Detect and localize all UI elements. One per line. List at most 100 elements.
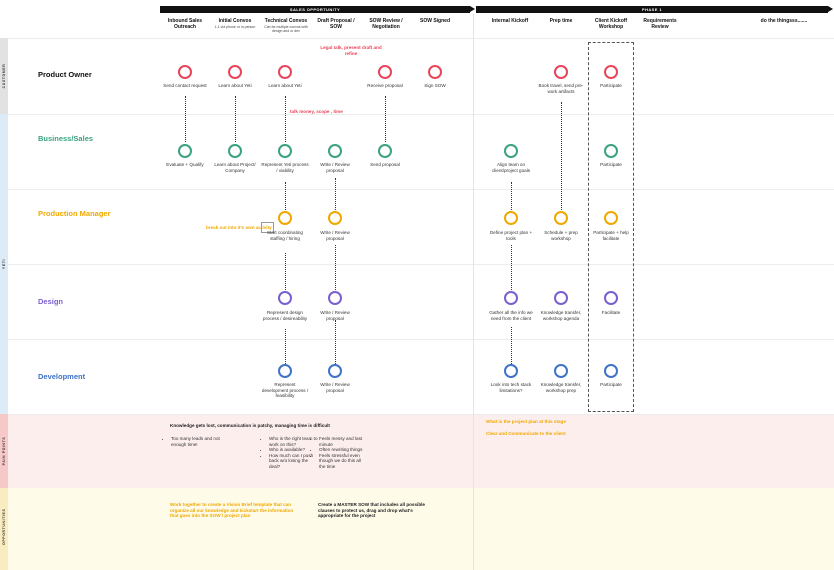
step-node	[554, 291, 568, 305]
col-do-things: do the thingsss.......	[760, 18, 808, 24]
step-node	[178, 65, 192, 79]
divider	[8, 189, 834, 190]
pain-list-1: Too many leads and not enough time!	[164, 436, 234, 447]
step-node	[228, 144, 242, 158]
step-node	[278, 364, 292, 378]
step-node	[278, 144, 292, 158]
side-pain-label: PAIN POINTS	[2, 436, 6, 466]
step-node	[328, 144, 342, 158]
annotation-breakout: break out into it's own activity	[206, 225, 272, 230]
pain-item: Feels stressful even though we do this a…	[319, 453, 368, 470]
pain-phase1-a: What is the project plan at this stage	[486, 419, 566, 424]
step-label: Learn about Yeti	[268, 83, 302, 88]
step-node	[378, 144, 392, 158]
step-label: Write / Review proposal	[320, 310, 350, 321]
step-node	[328, 364, 342, 378]
annotation-money: talk money, scope , time	[290, 109, 343, 114]
step-label: Write / Review proposal	[320, 162, 350, 173]
side-opp	[0, 488, 8, 570]
pain-item: Who is available?	[269, 447, 318, 453]
divider	[8, 114, 834, 115]
connector	[511, 327, 512, 364]
step-label: Participate + help facilitate	[593, 230, 629, 241]
connector	[511, 182, 512, 210]
connector	[335, 245, 336, 290]
phase-bar-sales: SALES OPPORTUNITY	[160, 6, 470, 13]
phase-bar-1: PHASE 1	[476, 6, 828, 13]
step-node	[378, 65, 392, 79]
step-node	[554, 211, 568, 225]
step-label: Facilitate	[601, 310, 621, 315]
pain-item: Too many leads and not enough time!	[171, 436, 234, 447]
step-node	[178, 144, 192, 158]
row-label-design: Design	[38, 297, 64, 306]
step-label: Receive proposal	[367, 83, 403, 88]
step-label: Knowledge transfer, workshop agenda	[540, 310, 582, 321]
side-yeti	[0, 114, 8, 414]
connector	[285, 253, 286, 290]
step-node	[278, 65, 292, 79]
col-requirements: Requirements Review	[643, 18, 677, 30]
step-label: Align team on client/project goals	[491, 162, 531, 173]
step-label: Send contact request	[163, 83, 207, 88]
row-label-development: Development	[38, 372, 86, 381]
col-technical: Technical Convos	[264, 18, 308, 24]
row-label-production-manager: Production Manager	[38, 209, 111, 218]
step-label: Send proposal	[370, 162, 400, 167]
phase-arrow-1	[828, 6, 833, 12]
step-label: Represent development process / feasibil…	[261, 382, 309, 399]
col-initial-sub: 1-1 via phone or in person	[214, 25, 256, 29]
pain-item: Who is the right team to work on this?	[269, 436, 318, 447]
col-prep: Prep time	[549, 18, 573, 24]
step-node	[428, 65, 442, 79]
connector	[511, 245, 512, 290]
pain-item: How much can I push back w/o losing the …	[269, 453, 318, 470]
connector	[285, 96, 286, 142]
step-label: Knowledge transfer, workshop prep	[540, 382, 582, 393]
step-label: Write / Review proposal	[320, 382, 350, 393]
annotation-legal: Legal talk, present draft and refine	[320, 45, 382, 56]
step-node	[554, 364, 568, 378]
pain-list-3: Feels messy and last minute Often rewrit…	[312, 436, 368, 470]
step-label: Schedule + prep workshop	[544, 230, 578, 241]
step-label: Sign SOW	[424, 83, 446, 88]
step-node	[604, 144, 618, 158]
pain-band	[8, 414, 834, 488]
side-customer	[0, 38, 8, 114]
side-opp-label: OPPORTUNITIES	[2, 508, 6, 545]
step-node	[504, 364, 518, 378]
opp-vision-brief: Work together to create a Vision Brief t…	[170, 502, 294, 519]
step-label: Start coordinating staffing / hiring	[266, 230, 303, 241]
step-label: Gather all the info we need from the cli…	[489, 310, 533, 321]
connector	[285, 182, 286, 210]
step-node	[278, 211, 292, 225]
connector	[335, 178, 336, 210]
opp-band	[8, 488, 834, 570]
pain-phase1-b: Clear and Communicate to the client	[486, 431, 566, 436]
client-kickoff-highlight	[588, 42, 634, 412]
col-client-kickoff: Client Kickoff Workshop	[594, 18, 628, 30]
side-pain	[0, 414, 8, 488]
step-label: Learn about Project/ Company	[214, 162, 256, 173]
step-node	[228, 65, 242, 79]
col-sow-signed: SOW Signed	[420, 18, 450, 24]
connector	[385, 96, 386, 142]
opp-master-sow: Create a MASTER SOW that includes all po…	[318, 502, 425, 519]
col-draft: Draft Proposal / SOW	[317, 18, 355, 30]
col-inbound: Inbound Sales Outreach	[167, 18, 203, 30]
phase-separator	[473, 14, 474, 570]
step-label: Write / Review proposal	[320, 230, 350, 241]
col-technical-sub: Can be multiple convos with design and o…	[264, 25, 308, 33]
step-node	[504, 211, 518, 225]
step-node	[328, 291, 342, 305]
step-label: Define project plan + tools	[489, 230, 533, 241]
col-sow-review: SOW Review / Negotiation	[369, 18, 403, 30]
divider	[8, 339, 834, 340]
row-label-product-owner: Product Owner	[38, 70, 92, 79]
col-initial: Initial Convos	[218, 18, 252, 24]
step-label: Book travel, send pre-work artifacts	[538, 83, 584, 94]
divider	[8, 264, 834, 265]
connector	[335, 320, 336, 364]
col-internal-kickoff: Internal Kickoff	[491, 18, 529, 24]
connector	[235, 96, 236, 142]
